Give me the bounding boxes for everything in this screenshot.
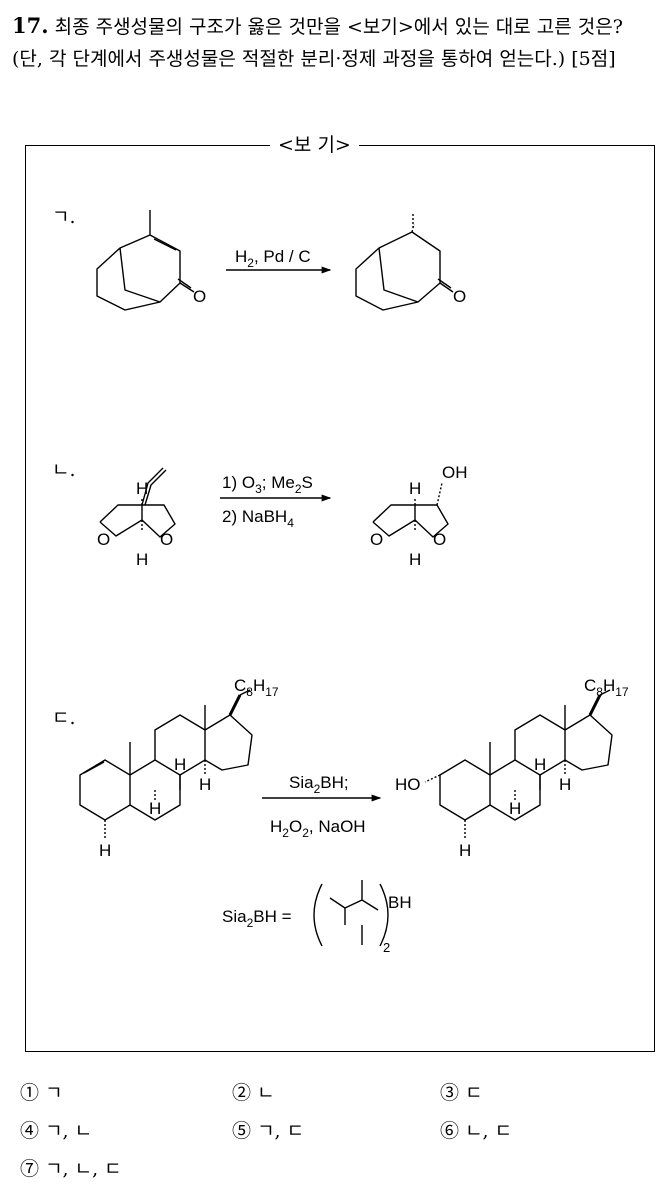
atom-oh-b: OH bbox=[442, 463, 468, 482]
option-3[interactable]: ③ ㄷ bbox=[440, 1082, 483, 1104]
product-a-structure bbox=[355, 212, 454, 311]
atom-h-c8: H bbox=[559, 775, 571, 794]
atom-o-b3: O bbox=[370, 530, 383, 549]
atom-o-a2: O bbox=[453, 287, 466, 306]
question-stem: 17. 최종 주생성물의 구조가 옳은 것만을 <보기>에서 있는 대로 고른 … bbox=[12, 10, 652, 75]
option-1[interactable]: ① ㄱ bbox=[20, 1082, 63, 1104]
sidechain-c2: C8H17 bbox=[584, 676, 629, 699]
reagent-c-step1: Sia2BH; bbox=[289, 773, 349, 796]
atom-h-c4: H bbox=[199, 775, 211, 794]
bogi-title: <보 기> bbox=[270, 135, 359, 155]
atom-o-a1: O bbox=[193, 287, 206, 306]
sia2bh-bh: BH bbox=[388, 893, 412, 912]
reactant-c-structure bbox=[79, 689, 253, 840]
sia2bh-sub: 2 bbox=[383, 940, 390, 955]
reactant-a-structure bbox=[96, 210, 195, 311]
sia2bh-structure bbox=[313, 880, 389, 947]
atom-h-c3: H bbox=[174, 755, 186, 774]
atom-h-c7: H bbox=[534, 755, 546, 774]
item-label-b: ㄴ. bbox=[52, 459, 76, 481]
atom-o-b1: O bbox=[97, 530, 110, 549]
item-label-a: ㄱ. bbox=[52, 206, 76, 228]
atom-o-b2: O bbox=[160, 530, 173, 549]
reagent-c-step2: H2O2, NaOH bbox=[270, 817, 366, 840]
atom-h-b4: H bbox=[409, 550, 421, 569]
item-label-c: ㄷ. bbox=[52, 707, 76, 729]
reactant-b-structure bbox=[99, 467, 176, 538]
option-6[interactable]: ⑥ ㄴ, ㄷ bbox=[440, 1120, 513, 1142]
sidechain-c1: C8H17 bbox=[234, 676, 279, 699]
atom-o-b4: O bbox=[433, 530, 446, 549]
atom-h-c5: H bbox=[459, 841, 471, 860]
atom-h-b2: H bbox=[136, 550, 148, 569]
option-5[interactable]: ⑤ ㄱ, ㄷ bbox=[232, 1120, 305, 1142]
product-c-structure bbox=[424, 689, 613, 840]
sia2bh-label: Sia2BH = bbox=[222, 907, 292, 930]
atom-h-b1: H bbox=[136, 479, 148, 498]
option-7[interactable]: ⑦ ㄱ, ㄴ, ㄷ bbox=[20, 1158, 122, 1180]
atom-h-b3: H bbox=[409, 479, 421, 498]
reagent-a: H2, Pd / C bbox=[235, 247, 311, 270]
product-b-structure bbox=[372, 482, 449, 538]
option-4[interactable]: ④ ㄱ, ㄴ bbox=[20, 1120, 93, 1142]
question-number: 17. bbox=[12, 13, 49, 38]
option-2[interactable]: ② ㄴ bbox=[232, 1082, 275, 1104]
question-text: 최종 주생성물의 구조가 옳은 것만을 <보기>에서 있는 대로 고른 것은? … bbox=[12, 16, 623, 70]
reagent-b-step1: 1) O3; Me2S bbox=[222, 473, 313, 496]
atom-h-c2: H bbox=[149, 799, 161, 818]
reagent-b-step2: 2) NaBH4 bbox=[222, 507, 294, 530]
atom-ho-c: HO bbox=[395, 775, 421, 794]
atom-h-c1: H bbox=[99, 841, 111, 860]
atom-h-c6: H bbox=[509, 799, 521, 818]
